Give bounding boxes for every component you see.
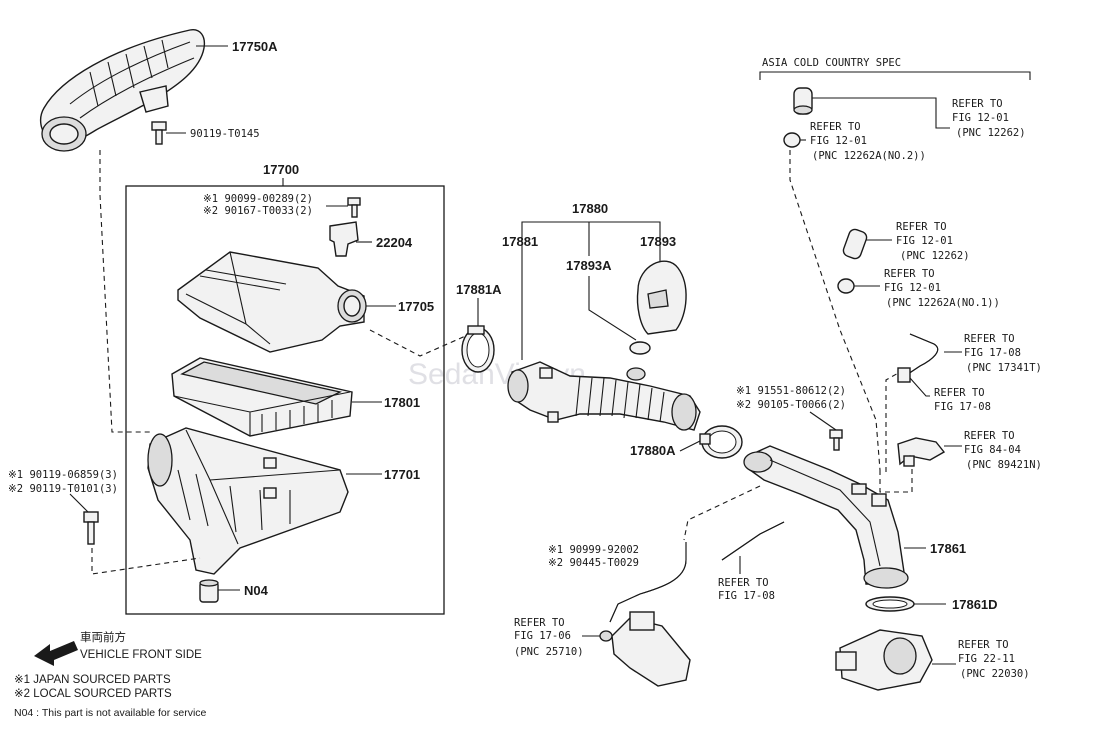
hose-fitting-12262-b: [842, 228, 868, 260]
hose-clamp-small: [897, 367, 911, 383]
ref-3-line2: FIG 12-01: [896, 235, 953, 247]
ref-7-line1: REFER TO: [964, 430, 1015, 442]
ref-10-line2: FIG 22-11: [958, 653, 1015, 665]
ref-7-line2: FIG 84-04: [964, 444, 1021, 456]
idle-air-control-valve: [599, 611, 691, 687]
mass-air-flow-sensor-22204: [329, 221, 359, 257]
label-17861d: 17861D: [952, 597, 998, 612]
ref-5-line3: (PNC 17341T): [966, 362, 1042, 374]
ref-9-line3: (PNC 25710): [514, 646, 584, 658]
front-arrow-icon: [34, 641, 78, 666]
ref-2-line2: FIG 12-01: [810, 135, 867, 147]
label-17705: 17705: [398, 299, 434, 314]
label-17881a: 17881A: [456, 282, 502, 297]
ref-4-line1: REFER TO: [884, 268, 935, 280]
ref-3-line3: (PNC 12262): [900, 250, 970, 262]
ref-1-line1: REFER TO: [952, 98, 1003, 110]
ref-9-line2: FIG 17-06: [514, 630, 571, 642]
label-90105-t0066: ※2 90105-T0066(2): [736, 399, 846, 411]
clamp-17893a: [626, 341, 651, 381]
clip-12262a-no2: [783, 132, 801, 148]
ref-6-line1: REFER TO: [934, 387, 985, 399]
inlet-duct-17750a: [39, 29, 206, 152]
ref-8-line1: REFER TO: [718, 577, 769, 589]
ref-9-line1: REFER TO: [514, 617, 565, 629]
ref-7-line3: (PNC 89421N): [966, 459, 1042, 471]
label-17801: 17801: [384, 395, 420, 410]
label-90099-00289: ※1 90099-00289(2): [203, 193, 313, 205]
ref-4-line3: (PNC 12262A(NO.1)): [886, 297, 1000, 309]
ref-5-line2: FIG 17-08: [964, 347, 1021, 359]
bolt-90119-06859: [83, 511, 99, 545]
ref-2-line1: REFER TO: [810, 121, 861, 133]
ref-10-line1: REFER TO: [958, 639, 1009, 651]
hose-17341t: [907, 333, 939, 375]
label-90119-t0145: 90119-T0145: [190, 128, 260, 140]
grommet-n04: [199, 579, 219, 603]
sensor-89421n: [897, 437, 946, 467]
intake-pipe-17861: [743, 445, 909, 589]
ref-1-line2: FIG 12-01: [952, 112, 1009, 124]
label-90445-t0029: ※2 90445-T0029: [548, 557, 639, 569]
air-cleaner-case-17701: [147, 427, 349, 575]
air-cleaner-cap-17705: [177, 251, 367, 353]
legend-note-3: N04 : This part is not available for ser…: [14, 707, 207, 719]
label-90999-92002: ※1 90999-92002: [548, 544, 639, 556]
ref-4-line2: FIG 12-01: [884, 282, 941, 294]
label-17893a: 17893A: [566, 258, 612, 273]
vehicle-front-en: VEHICLE FRONT SIDE: [80, 649, 202, 661]
bolt-91551-80612: [829, 429, 843, 451]
throttle-body: [835, 629, 933, 691]
ref-8-line2: FIG 17-08: [718, 590, 775, 602]
hose-90999-92002: [609, 542, 687, 623]
ref-10-line3: (PNC 22030): [960, 668, 1030, 680]
hose-fitting-12262: [793, 87, 813, 115]
ref-3-line1: REFER TO: [896, 221, 947, 233]
screw-90099: [347, 197, 361, 218]
air-cleaner-assembly-frame: [125, 185, 445, 615]
label-17893: 17893: [640, 234, 676, 249]
label-90167-t0033: ※2 90167-T0033(2): [203, 205, 313, 217]
gasket-17861d: [865, 596, 915, 612]
ref-6-line2: FIG 17-08: [934, 401, 991, 413]
label-22204: 22204: [376, 235, 413, 250]
label-91551-80612: ※1 91551-80612(2): [736, 385, 846, 397]
label-90119-06859: ※1 90119-06859(3): [8, 469, 118, 481]
label-17880a: 17880A: [630, 443, 676, 458]
vehicle-front-jp: 車両前方: [80, 630, 126, 644]
label-17861: 17861: [930, 541, 966, 556]
hose-clamp-17881a: [461, 325, 495, 373]
label-17750a: 17750A: [232, 39, 278, 54]
hose-clamp-17880a: [699, 425, 743, 459]
label-n04: N04: [244, 583, 269, 598]
resonator-17893: [636, 260, 687, 335]
intake-hose-17881: [507, 361, 701, 431]
ref-5-line1: REFER TO: [964, 333, 1015, 345]
label-17701: 17701: [384, 467, 420, 482]
legend-note-1: ※1 JAPAN SOURCED PARTS: [14, 674, 171, 686]
label-17700: 17700: [263, 162, 299, 177]
ref-2-line3: (PNC 12262A(NO.2)): [812, 150, 926, 162]
spec-title: ASIA COLD COUNTRY SPEC: [762, 57, 901, 69]
label-17880: 17880: [572, 201, 608, 216]
label-90119-t0101: ※2 90119-T0101(3): [8, 483, 118, 495]
clip-12262a-no1: [837, 278, 855, 294]
ref-1-line3: (PNC 12262): [956, 127, 1026, 139]
legend-note-2: ※2 LOCAL SOURCED PARTS: [14, 688, 172, 700]
bolt-90119-t0145: [151, 121, 167, 145]
label-17881: 17881: [502, 234, 538, 249]
air-filter-element-17801: [171, 357, 353, 437]
